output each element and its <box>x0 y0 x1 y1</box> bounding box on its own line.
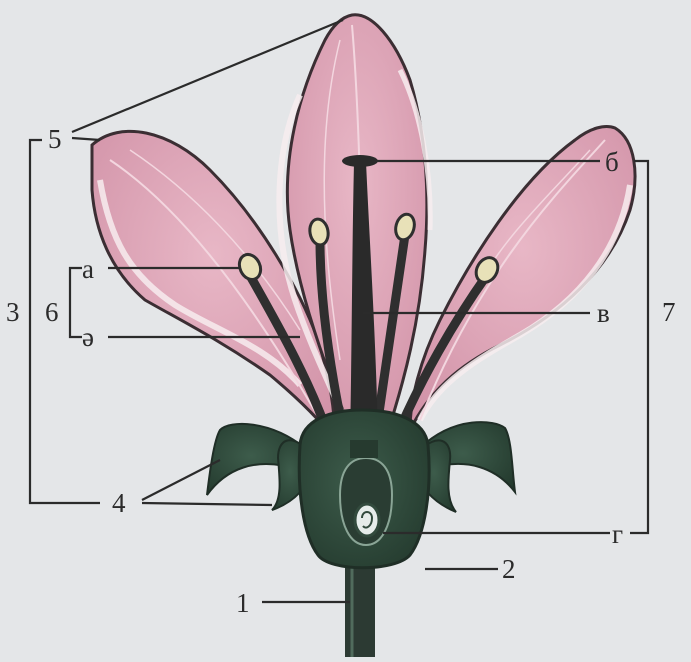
label-2: 2 <box>502 554 516 584</box>
label-g: г <box>612 519 623 549</box>
label-v: в <box>597 298 610 328</box>
label-ae: ә <box>82 322 94 352</box>
label-6: 6 <box>45 297 59 327</box>
stem <box>345 560 375 657</box>
label-4: 4 <box>112 488 126 518</box>
label-5: 5 <box>48 124 62 154</box>
ovule <box>355 504 379 536</box>
label-3: 3 <box>6 297 20 327</box>
label-7: 7 <box>662 297 676 327</box>
style-neck <box>350 440 378 458</box>
label-b: б <box>605 147 619 177</box>
label-a: а <box>82 254 94 284</box>
label-1: 1 <box>236 588 250 618</box>
